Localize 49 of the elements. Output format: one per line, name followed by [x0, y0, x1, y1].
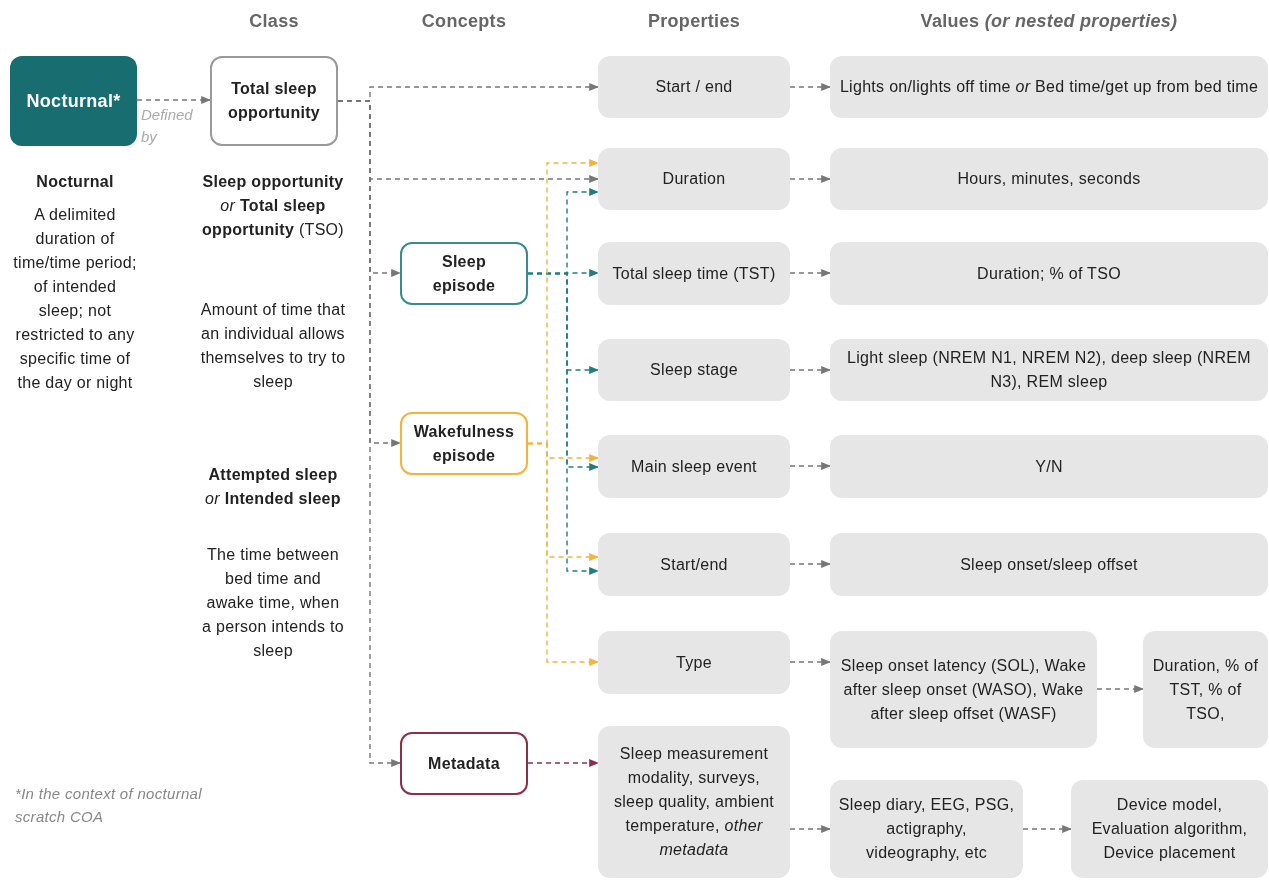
dashed-arrow [1096, 685, 1144, 693]
value-box: Duration, % of TST, % of TSO, [1143, 631, 1268, 748]
definition-text: The time between bed time and awake time, when a person intends to sleep [201, 545, 345, 661]
value-box: Duration; % of TSO [830, 242, 1268, 305]
value-box: Hours, minutes, seconds [830, 148, 1268, 210]
dashed-arrow [527, 272, 599, 575]
dashed-arrow [527, 442, 599, 666]
value-box: Y/N [830, 435, 1268, 498]
property-box: Start/end [598, 533, 790, 596]
column-header: Properties [646, 10, 741, 33]
dashed-arrow [789, 83, 831, 91]
class-box: Total sleep opportunity [210, 56, 338, 146]
footnote: *In the context of nocturnal scratch COA [15, 784, 203, 827]
property-box: Sleep stage [598, 339, 790, 401]
property-box: Sleep measurement modality, surveys, sleep quality, ambient temperature, other metadata [598, 726, 790, 878]
value-box: Sleep diary, EEG, PSG, actigraphy, videography, etc [830, 780, 1023, 878]
concept-box: Metadata [400, 732, 528, 795]
dashed-arrow [789, 366, 831, 374]
property-box: Type [598, 631, 790, 694]
edge-label: Defined by [141, 105, 194, 147]
definition-text: A delimited duration of time/time period; of intended sleep; not restricted to any specific time of the day or night [12, 205, 138, 393]
value-box: Light sleep (NREM N1, NREM N2), deep sleep (NREM N3), REM sleep [830, 339, 1268, 401]
property-box: Total sleep time (TST) [598, 242, 790, 305]
value-box: Device model, Evaluation algorithm, Device placement [1071, 780, 1268, 878]
value-box: Sleep onset latency (SOL), Wake after sleep onset (WASO), Wake after sleep offset (WASF) [830, 631, 1097, 748]
value-box: Sleep onset/sleep offset [830, 533, 1268, 596]
dashed-arrow [1022, 825, 1072, 833]
dashed-arrow [789, 825, 831, 833]
property-box: Main sleep event [598, 435, 790, 498]
dashed-arrow [789, 462, 831, 470]
term-heading: Nocturnal [35, 172, 115, 192]
start-box: Nocturnal* [10, 56, 137, 146]
dashed-arrow [136, 96, 211, 104]
dashed-arrow [789, 175, 831, 183]
definition-text: Amount of time that an individual allows themselves to try to sleep [200, 300, 346, 392]
dashed-arrow [789, 560, 831, 568]
column-header: Values (or nested properties) [919, 10, 1179, 33]
term-heading: Sleep opportunity or Total sleep opportunity (TSO) [201, 172, 345, 240]
dashed-arrow [527, 759, 599, 767]
concept-box: Wakefulness episode [400, 412, 528, 475]
term-heading: Attempted sleep or Intended sleep [204, 465, 342, 509]
property-box: Start / end [598, 56, 790, 118]
value-box: Lights on/lights off time or Bed time/get up from bed time [830, 56, 1268, 118]
dashed-arrow [789, 658, 831, 666]
property-box: Duration [598, 148, 790, 210]
dashed-arrow [789, 269, 831, 277]
concept-box: Sleep episode [400, 242, 528, 305]
column-header: Class [248, 10, 300, 33]
column-header: Concepts [420, 10, 508, 33]
